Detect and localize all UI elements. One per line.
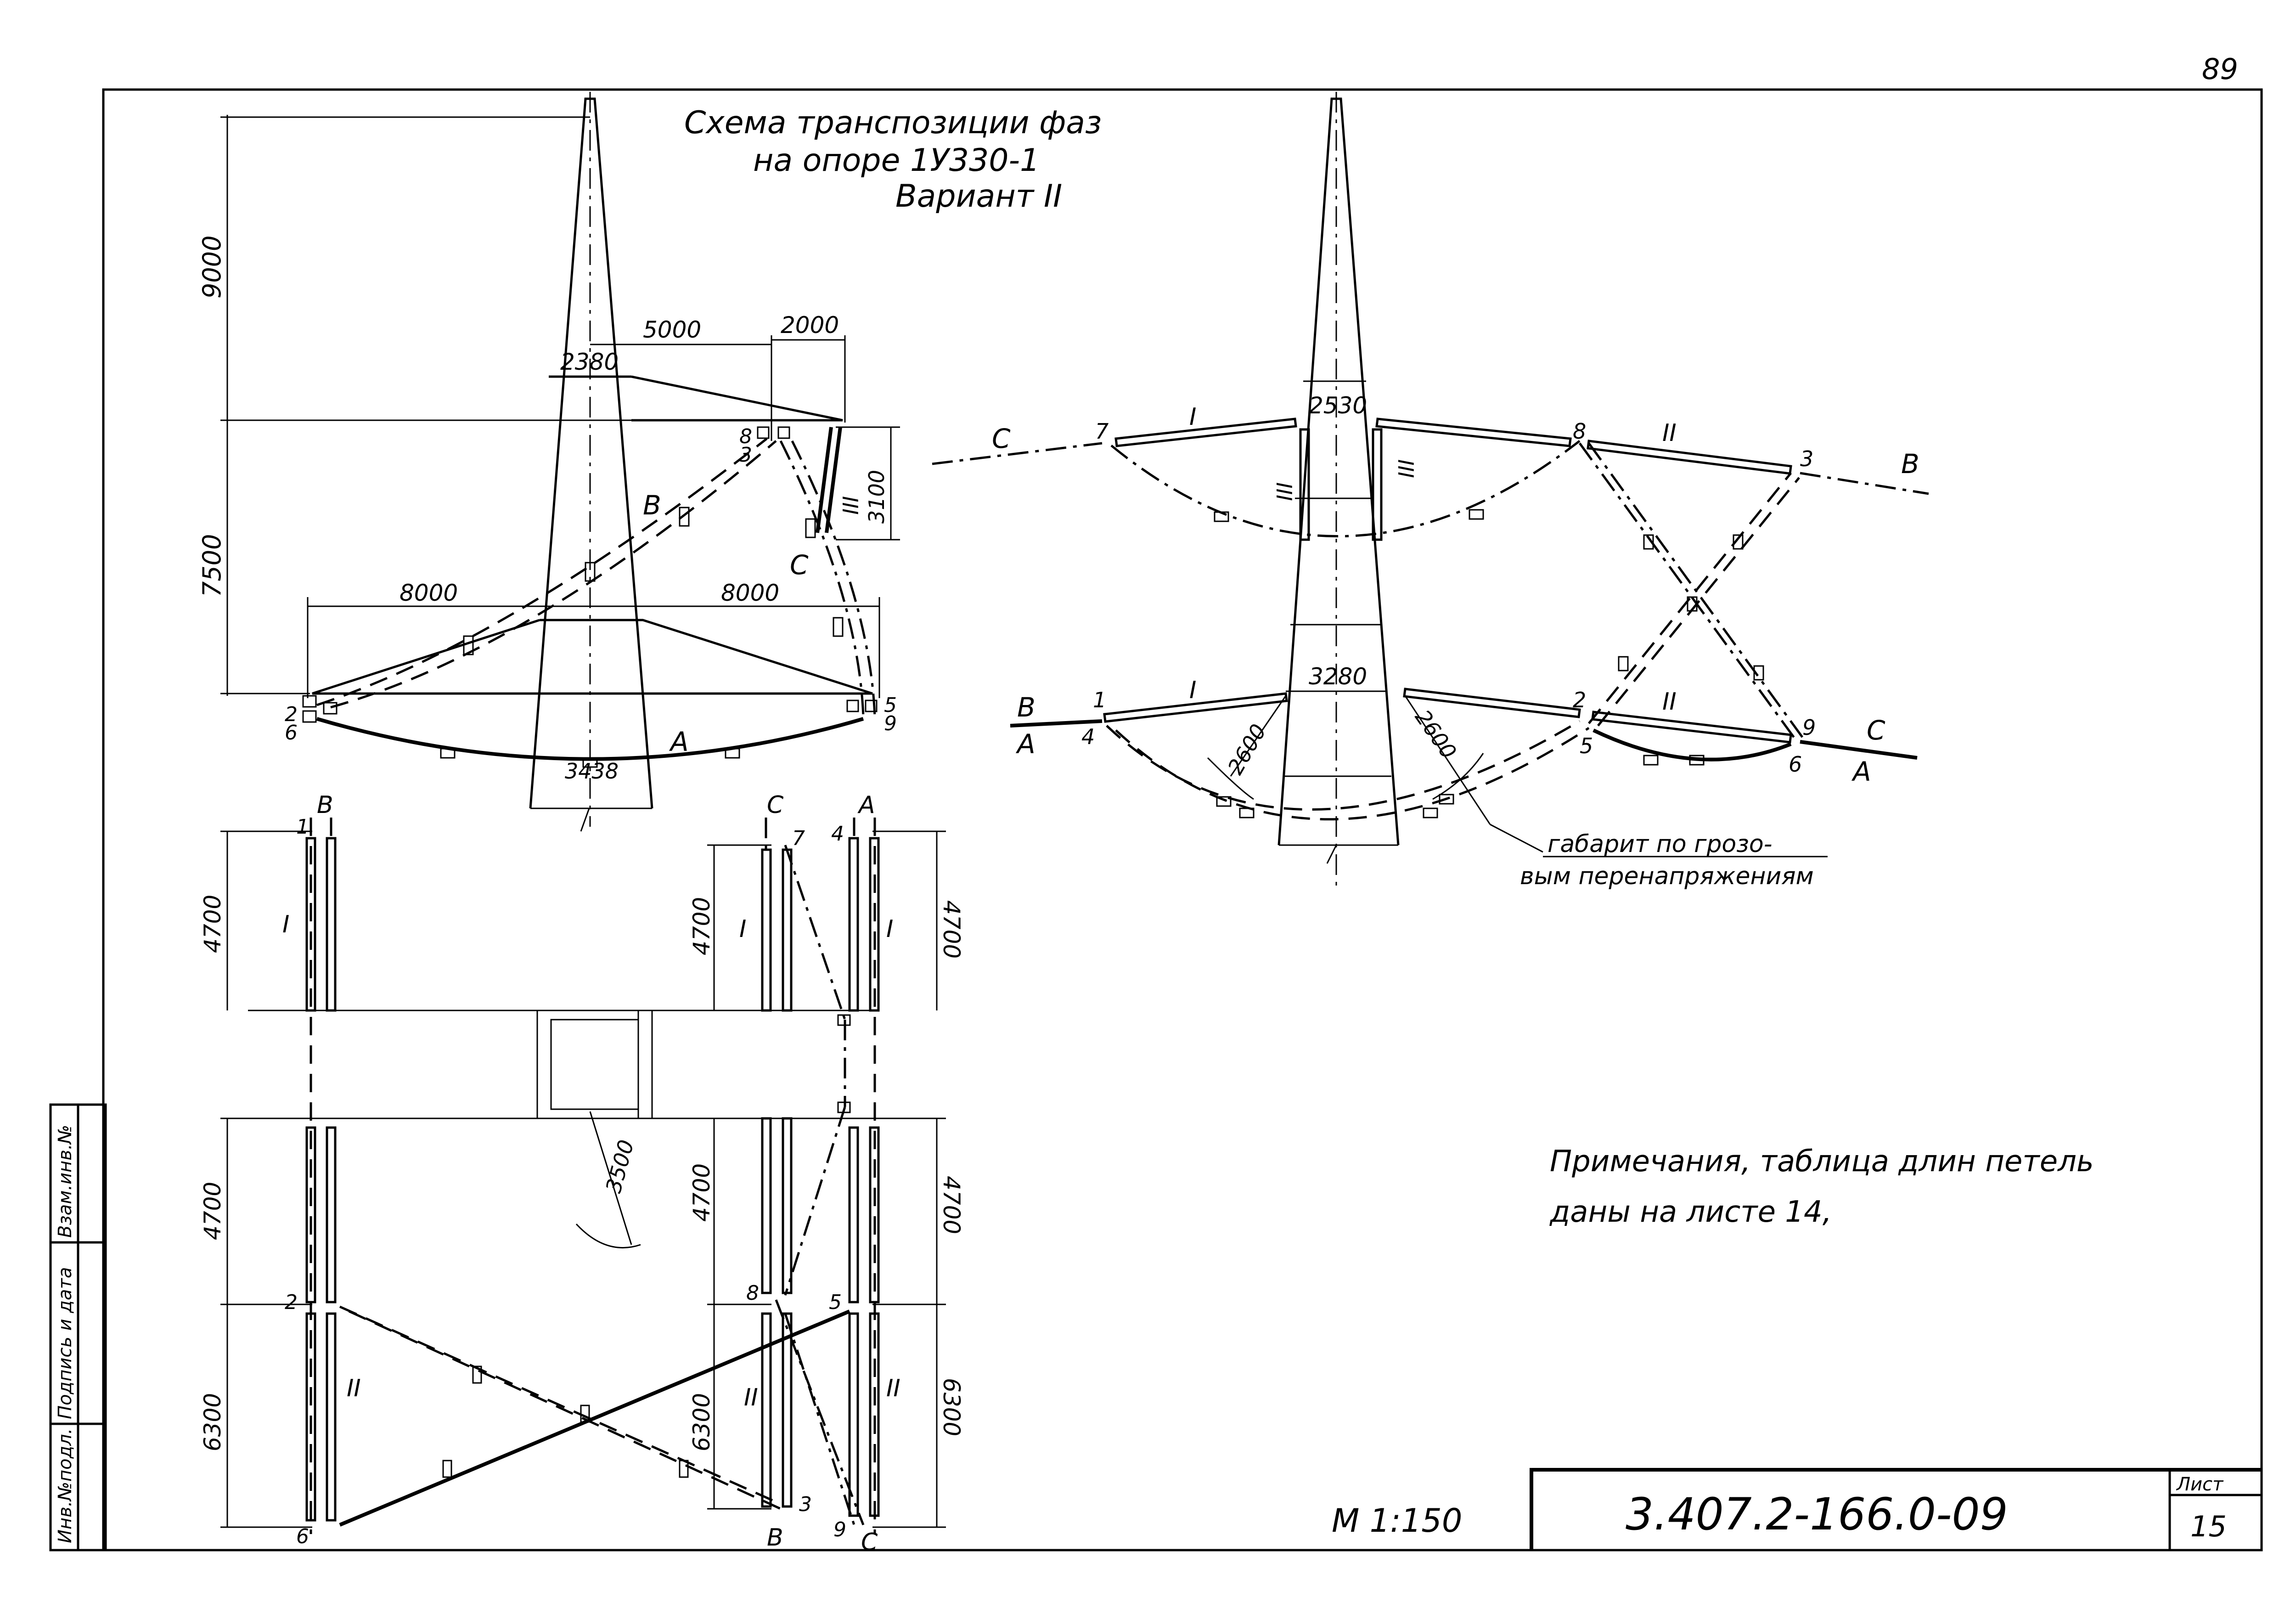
node-3-plan: 3	[799, 1493, 812, 1516]
roman-ii-r-top: II	[1662, 419, 1677, 447]
plan-view: 4700 4700 6300 4700 4700 6300 4700 4700 …	[199, 791, 965, 1556]
phase-b-left: B	[643, 490, 661, 521]
phase-a-plan-top: A	[857, 791, 875, 819]
stamp-podpis: Подпись и дата	[55, 1267, 76, 1419]
node-6-r: 6	[1789, 752, 1802, 777]
side-stamp: Инв.№подл. Подпись и дата Взам.инв.№	[49, 1103, 107, 1552]
sheet-frame	[102, 88, 2263, 1552]
phase-c-left: C	[790, 549, 809, 581]
clearance-note-line1: габарит по грозо-	[1548, 830, 1772, 858]
phase-c-plan-top: C	[767, 791, 784, 819]
node-2-plan: 2	[285, 1291, 298, 1314]
roman-iii-r-left: III	[1272, 482, 1296, 501]
phase-b-plan-bottom: B	[767, 1524, 783, 1552]
dim-2600-right: 2600	[1410, 705, 1461, 763]
title-line2: на опоре 1У330-1	[753, 142, 1040, 179]
phase-a-left: A	[669, 726, 689, 757]
dim-4700-f: 4700	[938, 1176, 965, 1234]
node-3-top: 3	[739, 443, 752, 467]
dim-8000-right: 8000	[721, 580, 779, 606]
notes-line1: Примечания, таблица длин петель	[1550, 1145, 2094, 1179]
right-elevation: 2530 3280	[932, 92, 1929, 890]
dim-2000: 2000	[781, 312, 839, 339]
phase-a-r-lowright: A	[1851, 756, 1871, 787]
diagram-title: Схема транспозиции фаз на опоре 1У330-1 …	[684, 105, 1102, 214]
node-7-r: 7	[1095, 419, 1109, 444]
node-6-left: 6	[285, 721, 298, 745]
roman-i-r-low: I	[1189, 677, 1196, 704]
node-9-right: 9	[884, 712, 897, 735]
roman-ii-r-low: II	[1662, 688, 1677, 716]
sheet-number: 15	[2190, 1510, 2227, 1543]
dim-2600-left: 2600	[1223, 720, 1271, 779]
node-2-left: 2	[285, 703, 298, 726]
dim-9000: 9000	[197, 236, 226, 299]
dim-7500: 7500	[197, 534, 226, 597]
roman-i-plan-left: I	[282, 911, 289, 938]
dim-2380: 2380	[560, 349, 619, 375]
roman-i-r-top: I	[1189, 403, 1196, 431]
node-5-r: 5	[1580, 733, 1593, 758]
roman-iii-left: III	[838, 496, 862, 515]
node-9-plan: 9	[833, 1518, 846, 1541]
stamp-vzam: Взам.инв.№	[55, 1125, 76, 1238]
phase-b-r-right: B	[1901, 448, 1919, 480]
roman-i-plan-c: I	[739, 915, 746, 943]
node-5-plan: 5	[829, 1291, 842, 1314]
node-1-plan: 1	[296, 815, 309, 839]
phase-a-r-low: A	[1015, 728, 1035, 760]
dim-4700-e: 4700	[938, 900, 965, 959]
clearance-note-line2: вым перенапряжениям	[1520, 863, 1814, 890]
phase-b-r-low: B	[1017, 692, 1035, 723]
roman-iii-r-right: III	[1393, 459, 1418, 478]
dim-3280: 3280	[1309, 663, 1367, 690]
roman-ii-plan-c: II	[744, 1384, 758, 1411]
scale-label: М 1:150	[1332, 1502, 1462, 1540]
dim-6300-a: 6300	[199, 1393, 226, 1451]
left-elevation: 9000 7500 2380 5000 2000 3100 8000 8000 …	[197, 92, 900, 832]
roman-i-plan-r: I	[886, 915, 893, 943]
dim-3500: 3500	[601, 1137, 638, 1196]
dim-8000-left: 8000	[400, 580, 458, 606]
dim-5000: 5000	[643, 316, 701, 343]
dim-6300-c: 6300	[938, 1378, 965, 1436]
node-5-right: 5	[884, 694, 897, 717]
phase-c-plan-bottom: C	[861, 1529, 878, 1556]
dim-3438: 3438	[565, 759, 619, 784]
node-7-plan: 7	[792, 827, 805, 850]
notes-line2: даны на листе 14,	[1549, 1195, 1832, 1229]
stamp-inv-podl: Инв.№подл.	[55, 1428, 76, 1543]
dim-2530: 2530	[1309, 392, 1367, 419]
roman-ii-plan-left: II	[347, 1375, 361, 1402]
dim-6300-b: 6300	[688, 1393, 715, 1451]
dim-4700-b: 4700	[199, 1182, 226, 1240]
node-8-r: 8	[1573, 419, 1586, 444]
dim-4700-d: 4700	[688, 1163, 715, 1222]
roman-ii-plan-r: II	[886, 1375, 900, 1402]
dim-4700-a: 4700	[199, 895, 226, 953]
title-line3: Вариант II	[895, 178, 1062, 214]
title-block: 3.407.2-166.0-09 Лист 15	[1530, 1468, 2262, 1550]
page-number: 89	[2202, 52, 2238, 86]
node-4-r: 4	[1081, 724, 1095, 749]
phase-b-plan-top: B	[317, 791, 333, 819]
phase-c-r-left: C	[992, 423, 1011, 454]
node-6-plan: 6	[296, 1525, 309, 1548]
node-4-plan: 4	[831, 822, 844, 846]
phase-c-r-lowright: C	[1867, 715, 1885, 746]
node-8-top: 8	[739, 425, 752, 448]
sheet-label: Лист	[2176, 1474, 2224, 1495]
node-2-r: 2	[1573, 688, 1586, 712]
node-8-plan: 8	[746, 1281, 759, 1305]
dim-4700-c: 4700	[688, 897, 715, 955]
dim-3100: 3100	[864, 470, 889, 524]
node-1-r: 1	[1093, 688, 1106, 712]
doc-code: 3.407.2-166.0-09	[1626, 1489, 2008, 1540]
node-3-r: 3	[1800, 446, 1813, 471]
node-9-r: 9	[1802, 715, 1816, 740]
title-line1: Схема транспозиции фаз	[684, 105, 1102, 141]
